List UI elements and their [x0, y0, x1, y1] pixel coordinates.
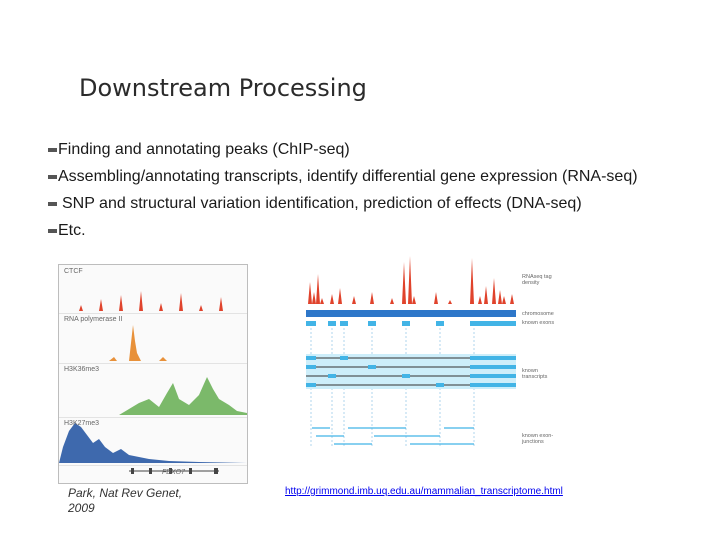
- track-rna-pol-ii: RNA polymerase II: [59, 313, 247, 364]
- source-link[interactable]: http://grimmond.imb.uq.edu.au/mammalian_…: [285, 486, 563, 497]
- tag-density: [308, 256, 514, 304]
- slide-title: Downstream Processing: [79, 74, 367, 102]
- rnaseq-schematic: [306, 256, 516, 448]
- chromosome-bar: [306, 310, 516, 317]
- exon-junctions: [312, 427, 474, 445]
- chipseq-figure: CTCF RNA polymerase II H3K36me3 H3K27me3…: [58, 264, 248, 484]
- known-transcripts: [306, 354, 516, 389]
- h3k36me3-signal: [59, 377, 247, 415]
- bullet-marker-icon: [48, 202, 57, 206]
- ctcf-signal: [59, 291, 247, 311]
- h3k27me3-signal: [59, 423, 247, 463]
- gene-track: [129, 468, 219, 474]
- track-h3k36me3: H3K36me3: [59, 363, 247, 418]
- bullet-marker-icon: [48, 148, 57, 152]
- citation: Park, Nat Rev Genet, 2009: [68, 486, 183, 515]
- rnaseq-figure: RNAseq tag density chromosome known exon…: [298, 252, 563, 470]
- bullet-marker-icon: [48, 175, 57, 179]
- track-h3k27me3: H3K27me3: [59, 417, 247, 466]
- track-ctcf: CTCF: [59, 265, 247, 314]
- known-exons: [306, 321, 516, 326]
- bullet-marker-icon: [48, 229, 57, 233]
